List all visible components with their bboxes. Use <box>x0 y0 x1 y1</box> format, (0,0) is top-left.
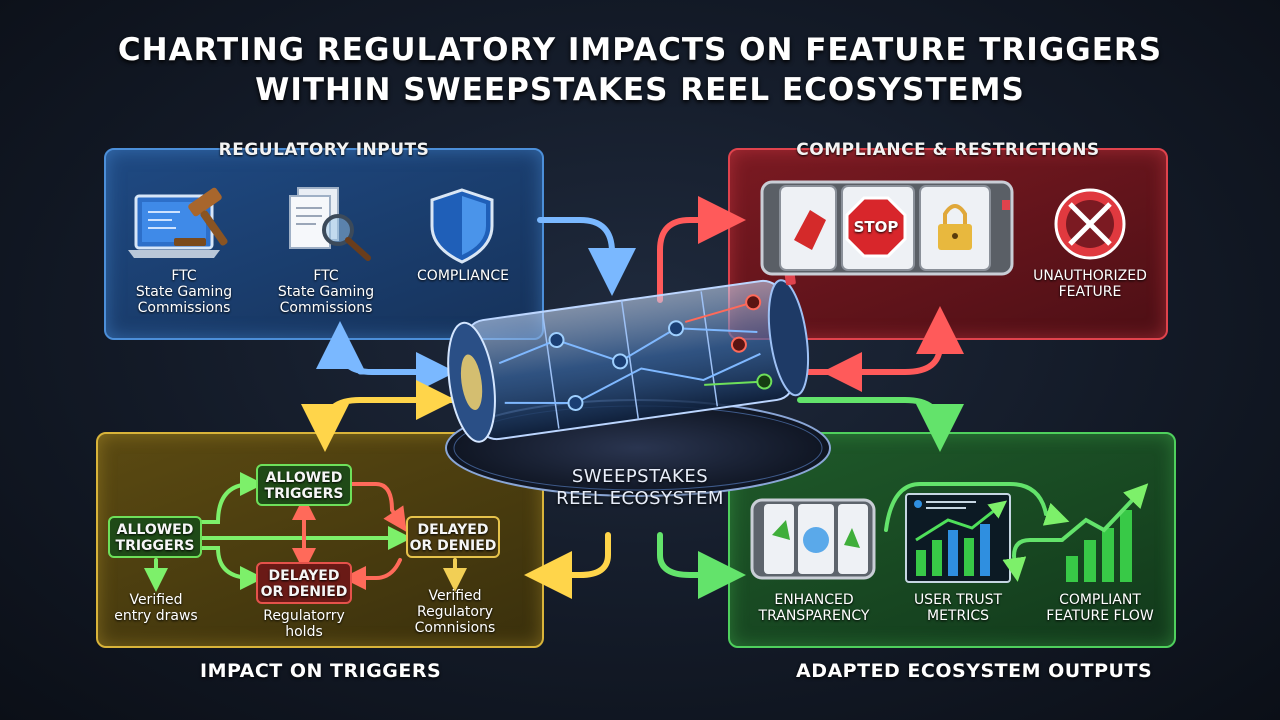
unauthorized-feature-label: UNAUTHORIZED FEATURE <box>1033 268 1147 300</box>
connector-red-out <box>657 196 746 303</box>
output-flow-lines <box>884 482 1070 582</box>
connector-green-in <box>657 532 746 599</box>
trust-metrics-chart-icon <box>905 493 1011 583</box>
connector-green-out <box>797 397 964 452</box>
sub-verified-regulatory-commissions: Verified Regulatory Comnisions <box>414 588 496 636</box>
connector-blue-in <box>537 217 636 296</box>
stop-sign-text: STOP <box>853 218 899 236</box>
input-label-1: FTC State Gaming Commissions <box>135 268 233 316</box>
node-delayed-denied-mid: DELAYED OR DENIED <box>256 562 352 604</box>
impact-on-triggers-label: IMPACT ON TRIGGERS <box>200 660 442 682</box>
sub-verified-entry-draws: Verified entry draws <box>114 592 198 624</box>
node-delayed-denied-right: DELAYED OR DENIED <box>406 516 500 558</box>
compliant-flow-chart-icon <box>1060 483 1149 582</box>
connector-blue-out <box>316 321 433 375</box>
connector-yellow-in <box>524 532 611 599</box>
trigger-flow-lines <box>144 472 467 592</box>
node-allowed-triggers-left: ALLOWED TRIGGERS <box>108 516 202 558</box>
ecosystem-label: SWEEPSTAKES REEL ECOSYSTEM <box>556 466 724 509</box>
adapted-outputs-label: ADAPTED ECOSYSTEM OUTPUTS <box>796 660 1153 682</box>
title-line-2: WITHIN SWEEPSTAKES REEL ECOSYSTEMS <box>255 72 1025 108</box>
sub-regulatory-holds: Regulatorry holds <box>263 608 345 640</box>
regulatory-inputs-title: REGULATORY INPUTS <box>218 140 430 160</box>
node-allowed-triggers-top: ALLOWED TRIGGERS <box>256 464 352 506</box>
page-title: CHARTING REGULATORY IMPACTS ON FEATURE T… <box>0 30 1280 110</box>
input-label-2: FTC State Gaming Commissions <box>277 268 375 316</box>
output-user-trust-metrics: USER TRUST METRICS <box>913 592 1003 624</box>
laptop-gavel-icon <box>128 187 228 258</box>
title-line-1: CHARTING REGULATORY IMPACTS ON FEATURE T… <box>117 32 1163 68</box>
compliance-title: COMPLIANCE & RESTRICTIONS <box>796 140 1100 160</box>
output-enhanced-transparency: ENHANCED TRANSPARENCY <box>758 592 870 624</box>
input-label-compliance: COMPLIANCE <box>417 268 509 284</box>
stop-sign-icon <box>845 196 907 258</box>
output-compliant-feature-flow: COMPLIANT FEATURE FLOW <box>1046 592 1154 624</box>
connector-yellow-out <box>301 397 473 452</box>
prohibited-icon <box>1054 188 1126 260</box>
sweepstakes-reel-cylinder <box>447 272 810 443</box>
connector-red-in <box>797 306 964 375</box>
shield-icon <box>430 188 494 264</box>
transparency-reel-icon <box>750 498 876 580</box>
document-magnifier-icon <box>289 187 371 261</box>
padlock-icon <box>938 204 972 250</box>
